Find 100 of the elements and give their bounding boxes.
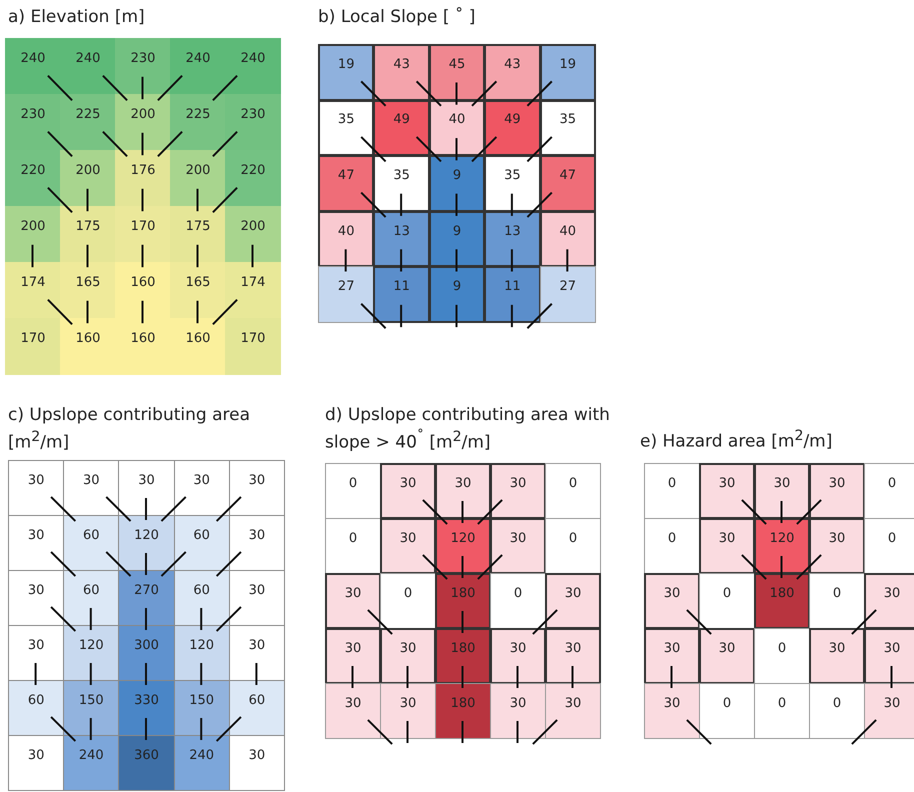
grid-cell: 30 xyxy=(325,683,381,739)
grid-cell: 180 xyxy=(754,573,810,629)
grid-cell: 200 xyxy=(225,206,281,263)
grid-cell: 30 xyxy=(545,573,601,629)
panel-title: b) Local Slope [ ˚ ] xyxy=(318,6,476,28)
grid-cell: 30 xyxy=(699,628,755,684)
grid-cell: 9 xyxy=(428,266,486,323)
grid-cell: 47 xyxy=(318,155,374,212)
grid-cell: 0 xyxy=(545,463,601,519)
grid-cell: 49 xyxy=(373,100,430,156)
grid-cell: 175 xyxy=(170,206,226,263)
grid-cell: 35 xyxy=(373,155,430,212)
grid-cell: 230 xyxy=(5,94,61,151)
grid-cell: 0 xyxy=(754,628,810,684)
grid-cell: 240 xyxy=(5,38,61,95)
grid-cell: 0 xyxy=(809,573,865,629)
grid-cell: 150 xyxy=(63,680,120,736)
grid-cell: 60 xyxy=(8,680,64,736)
grid-cell: 30 xyxy=(325,573,381,629)
grid-cell: 300 xyxy=(118,625,175,681)
panel-title: d) Upslope contributing area with slope > 40$^{˚}$ [m$^{2}$/m] xyxy=(325,404,611,454)
grid-cell: 40 xyxy=(428,100,486,156)
grid-cell: 30 xyxy=(435,463,491,519)
grid-cell: 30 xyxy=(864,683,914,739)
grid-cell: 240 xyxy=(170,38,226,95)
grid-cell: 120 xyxy=(63,625,120,681)
grid-cell: 30 xyxy=(809,628,865,684)
grid-cell: 30 xyxy=(380,518,436,574)
grid-cell: 30 xyxy=(228,735,285,791)
grid-cell: 27 xyxy=(318,266,374,323)
grid-cell: 43 xyxy=(484,44,541,101)
grid-cell: 0 xyxy=(545,518,601,574)
grid-cell: 40 xyxy=(540,210,596,268)
grid-cell: 180 xyxy=(435,573,491,629)
grid-cell: 0 xyxy=(809,683,865,739)
grid-cell: 120 xyxy=(118,515,175,571)
grid-cell: 40 xyxy=(318,210,374,268)
grid-cell: 30 xyxy=(809,463,865,519)
grid-cell: 30 xyxy=(809,518,865,574)
grid-cell: 174 xyxy=(225,262,281,319)
grid-cell: 60 xyxy=(63,515,120,571)
panel-title: e) Hazard area [m$^{2}$/m] xyxy=(640,427,834,453)
grid-cell: 30 xyxy=(545,628,601,684)
grid-cell: 13 xyxy=(484,210,541,268)
grid-cell: 30 xyxy=(864,628,914,684)
grid-cell: 220 xyxy=(5,150,61,207)
grid-cell: 9 xyxy=(428,210,486,268)
grid-cell: 0 xyxy=(490,573,546,629)
grid-cell: 240 xyxy=(63,735,120,791)
panel-title: c) Upslope contributing area [m$^{2}$/m] xyxy=(8,404,251,454)
grid-cell: 240 xyxy=(225,38,281,95)
grid-cell: 43 xyxy=(373,44,430,101)
grid-cell: 0 xyxy=(864,463,914,519)
grid-cell: 165 xyxy=(170,262,226,319)
grid-cell: 240 xyxy=(60,38,116,95)
grid-cell: 200 xyxy=(170,150,226,207)
grid-cell: 200 xyxy=(60,150,116,207)
grid-cell: 170 xyxy=(5,318,61,375)
grid-cell: 30 xyxy=(380,628,436,684)
grid-cell: 49 xyxy=(484,100,541,156)
grid-cell: 0 xyxy=(644,463,700,519)
grid-cell: 175 xyxy=(60,206,116,263)
grid-cell: 165 xyxy=(60,262,116,319)
grid-cell: 200 xyxy=(115,94,171,151)
grid-cell: 13 xyxy=(373,210,430,268)
grid-cell: 225 xyxy=(60,94,116,151)
grid-cell: 120 xyxy=(754,518,810,574)
grid-cell: 160 xyxy=(115,318,171,375)
grid-cell: 60 xyxy=(174,570,230,626)
panel-title: a) Elevation [m] xyxy=(8,6,146,28)
grid-cell: 240 xyxy=(174,735,230,791)
grid-cell: 30 xyxy=(490,463,546,519)
grid-cell: 11 xyxy=(373,266,430,323)
grid-cell: 9 xyxy=(428,155,486,212)
grid-cell: 30 xyxy=(490,683,546,739)
grid-cell: 60 xyxy=(228,680,285,736)
grid-cell: 180 xyxy=(435,628,491,684)
grid-cell: 30 xyxy=(228,460,285,516)
grid-cell: 30 xyxy=(490,518,546,574)
grid-cell: 270 xyxy=(118,570,175,626)
grid-cell: 150 xyxy=(174,680,230,736)
grid-cell: 35 xyxy=(318,100,374,156)
grid-cell: 180 xyxy=(435,683,491,739)
grid-cell: 27 xyxy=(540,266,596,323)
grid-cell: 120 xyxy=(174,625,230,681)
grid-cell: 330 xyxy=(118,680,175,736)
grid-cell: 30 xyxy=(644,628,700,684)
grid-cell: 30 xyxy=(325,628,381,684)
grid-cell: 230 xyxy=(225,94,281,151)
grid-cell: 160 xyxy=(170,318,226,375)
grid-cell: 11 xyxy=(484,266,541,323)
grid-cell: 170 xyxy=(115,206,171,263)
grid-cell: 0 xyxy=(699,573,755,629)
grid-cell: 230 xyxy=(115,38,171,95)
grid-cell: 60 xyxy=(63,570,120,626)
grid-cell: 160 xyxy=(60,318,116,375)
grid-cell: 47 xyxy=(540,155,596,212)
grid-cell: 30 xyxy=(380,463,436,519)
grid-cell: 30 xyxy=(545,683,601,739)
grid-cell: 120 xyxy=(435,518,491,574)
